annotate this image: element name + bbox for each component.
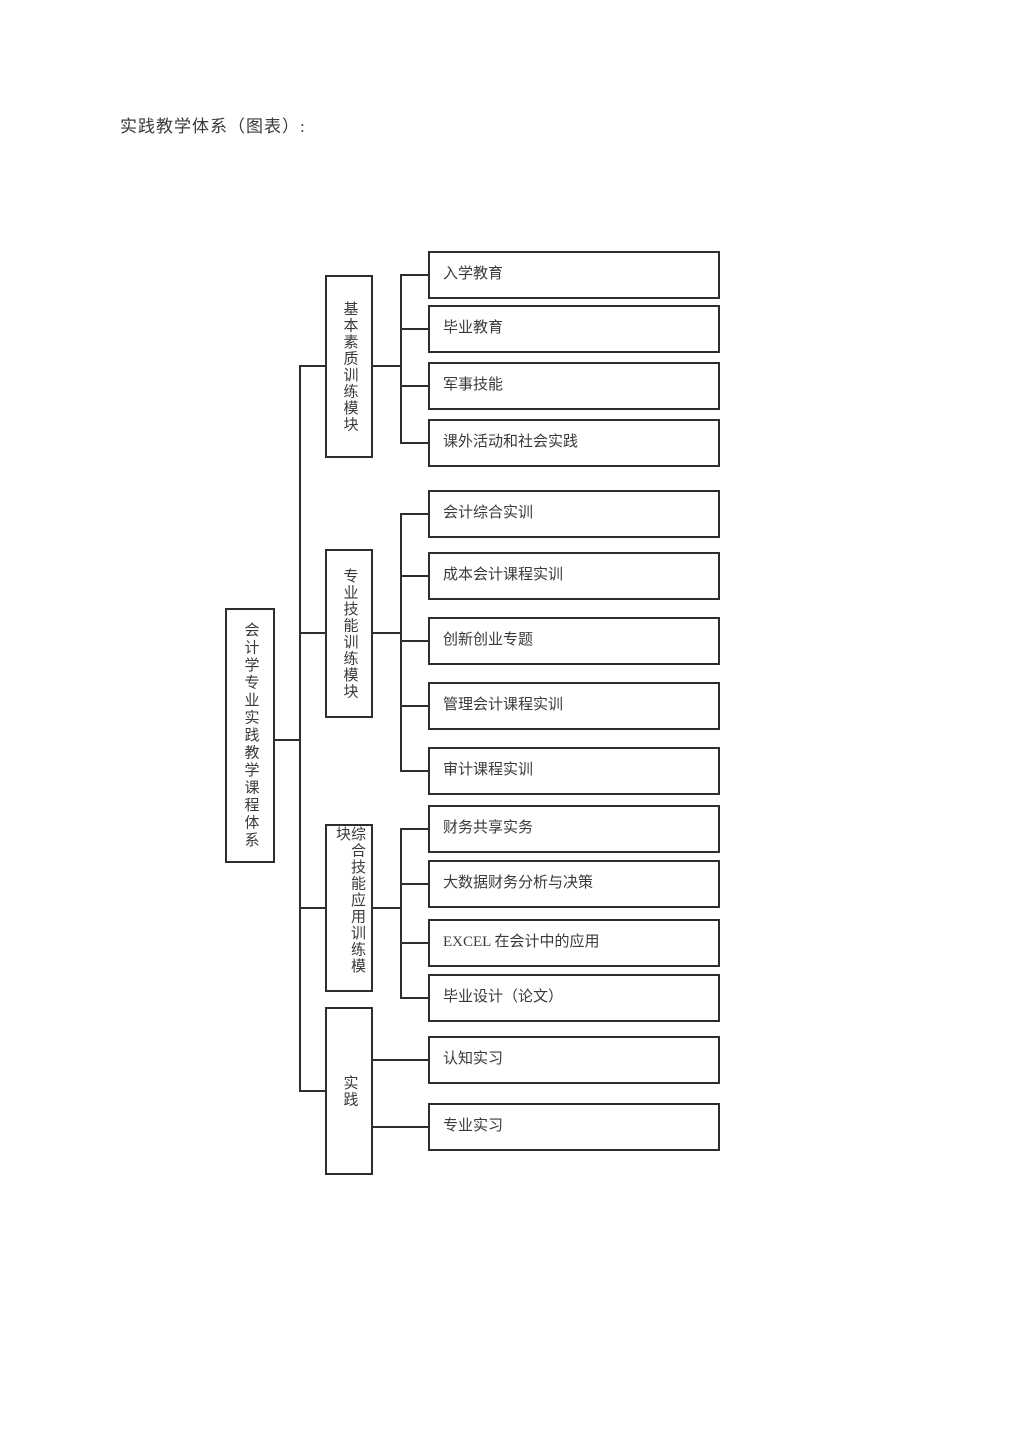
page-title: 实践教学体系（图表）:	[120, 117, 306, 136]
module-label: 实践	[341, 1074, 358, 1108]
root-node-label: 会计学专业实践教学课程体系	[242, 621, 259, 850]
leaf-graduation-education: 毕业教育	[428, 305, 720, 353]
leaf-graduation-design-thesis: 毕业设计（论文）	[428, 974, 720, 1022]
connector-line	[400, 513, 402, 772]
connector-line	[400, 385, 428, 387]
connector-line	[373, 907, 402, 909]
connector-line	[400, 274, 402, 444]
connector-line	[373, 365, 402, 367]
connector-line	[299, 1090, 326, 1092]
leaf-management-accounting-course-training: 管理会计课程实训	[428, 682, 720, 730]
connector-line	[373, 1059, 428, 1061]
leaf-admission-education: 入学教育	[428, 251, 720, 299]
leaf-excel-in-accounting: EXCEL 在会计中的应用	[428, 919, 720, 967]
leaf-professional-internship: 专业实习	[428, 1103, 720, 1151]
module-label: 专业技能训练模块	[341, 567, 358, 700]
connector-line	[400, 883, 428, 885]
leaf-accounting-comprehensive-training: 会计综合实训	[428, 490, 720, 538]
connector-line	[400, 513, 428, 515]
connector-line	[400, 274, 428, 276]
module-label: 综合技能应用训练模块	[334, 826, 365, 975]
module-practice: 实践	[325, 1007, 373, 1175]
connector-line	[373, 632, 402, 634]
connector-line	[400, 575, 428, 577]
connector-line	[400, 770, 428, 772]
connector-line	[299, 365, 326, 367]
connector-line	[299, 365, 301, 1092]
leaf-extracurricular-social-practice: 课外活动和社会实践	[428, 419, 720, 467]
module-comprehensive-skills-application-training: 综合技能应用训练模块	[325, 824, 373, 992]
connector-line	[400, 828, 402, 999]
leaf-cognitive-internship: 认知实习	[428, 1036, 720, 1084]
root-node: 会计学专业实践教学课程体系	[225, 608, 275, 863]
leaf-cost-accounting-course-training: 成本会计课程实训	[428, 552, 720, 600]
leaf-financial-shared-services: 财务共享实务	[428, 805, 720, 853]
connector-line	[400, 997, 428, 999]
module-label: 基本素质训练模块	[341, 300, 358, 433]
connector-line	[400, 640, 428, 642]
connector-line	[299, 632, 326, 634]
connector-line	[400, 828, 428, 830]
connector-line	[373, 1126, 428, 1128]
module-professional-skills-training: 专业技能训练模块	[325, 549, 373, 718]
leaf-innovation-entrepreneurship-topics: 创新创业专题	[428, 617, 720, 665]
connector-line	[400, 705, 428, 707]
leaf-big-data-financial-analysis: 大数据财务分析与决策	[428, 860, 720, 908]
module-basic-quality-training: 基本素质训练模块	[325, 275, 373, 458]
connector-line	[274, 739, 301, 741]
connector-line	[299, 907, 326, 909]
connector-line	[400, 442, 428, 444]
leaf-military-skills: 军事技能	[428, 362, 720, 410]
connector-line	[400, 942, 428, 944]
connector-line	[400, 328, 428, 330]
leaf-audit-course-training: 审计课程实训	[428, 747, 720, 795]
